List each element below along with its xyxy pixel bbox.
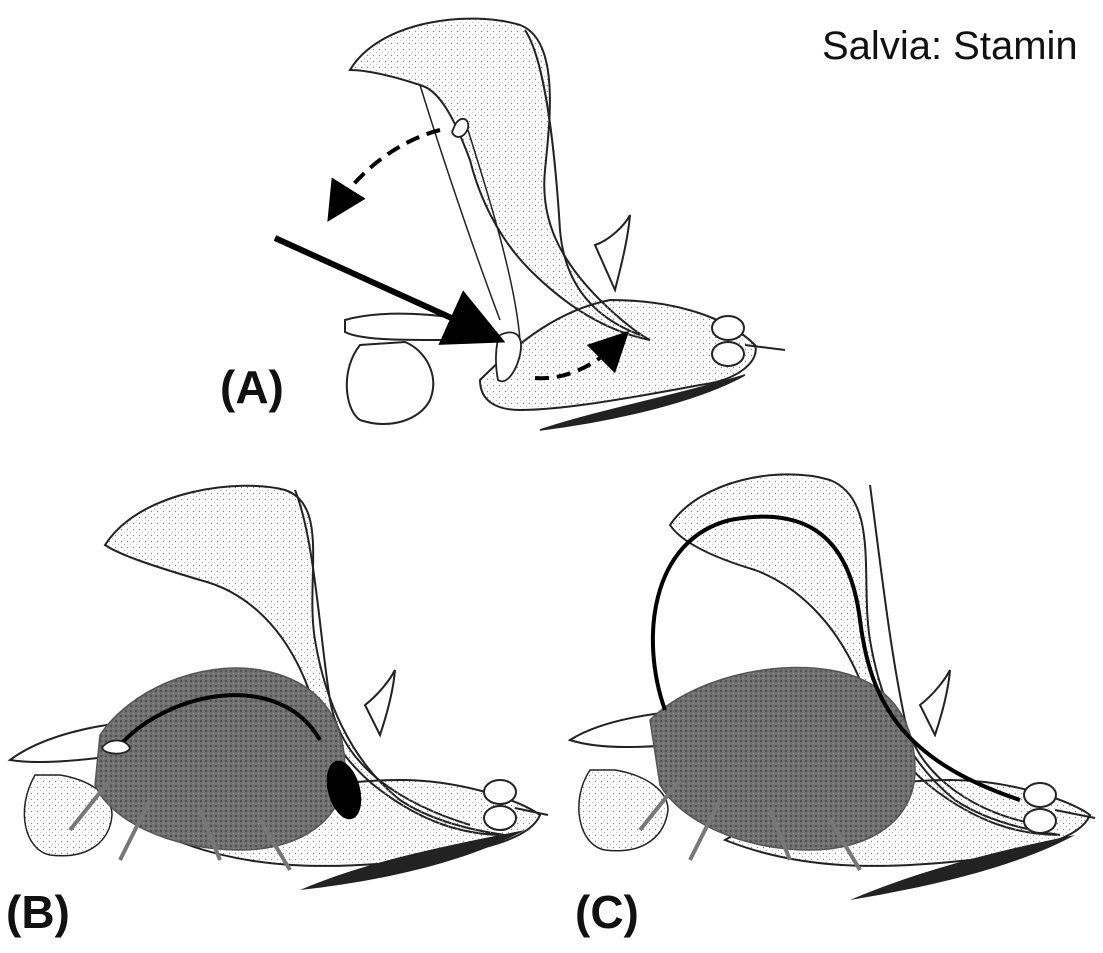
anther-swing-arrow: [338, 130, 440, 205]
bee-body-c: [650, 667, 915, 850]
flower-diagram-a: [275, 19, 785, 430]
panel-label-c: (C): [575, 885, 639, 939]
flower-diagram-c: [570, 474, 1095, 900]
ovary-upper-c: [1024, 783, 1056, 807]
flower-diagram-b: [10, 486, 548, 890]
ovary-upper-a: [712, 316, 744, 340]
sepal-tooth-c: [920, 670, 950, 735]
panel-label-a: (A): [220, 360, 284, 414]
sepal-tooth-a: [595, 215, 630, 290]
ovary-lower-c: [1024, 809, 1056, 833]
ovary-lower-a: [712, 342, 744, 366]
anther-b: [102, 741, 130, 754]
ovary-lower-b: [484, 806, 516, 830]
ovary-upper-b: [484, 780, 516, 804]
lower-lobe-a: [347, 342, 433, 424]
panel-label-b: (B): [6, 885, 70, 939]
sepal-tooth-b: [365, 670, 395, 735]
